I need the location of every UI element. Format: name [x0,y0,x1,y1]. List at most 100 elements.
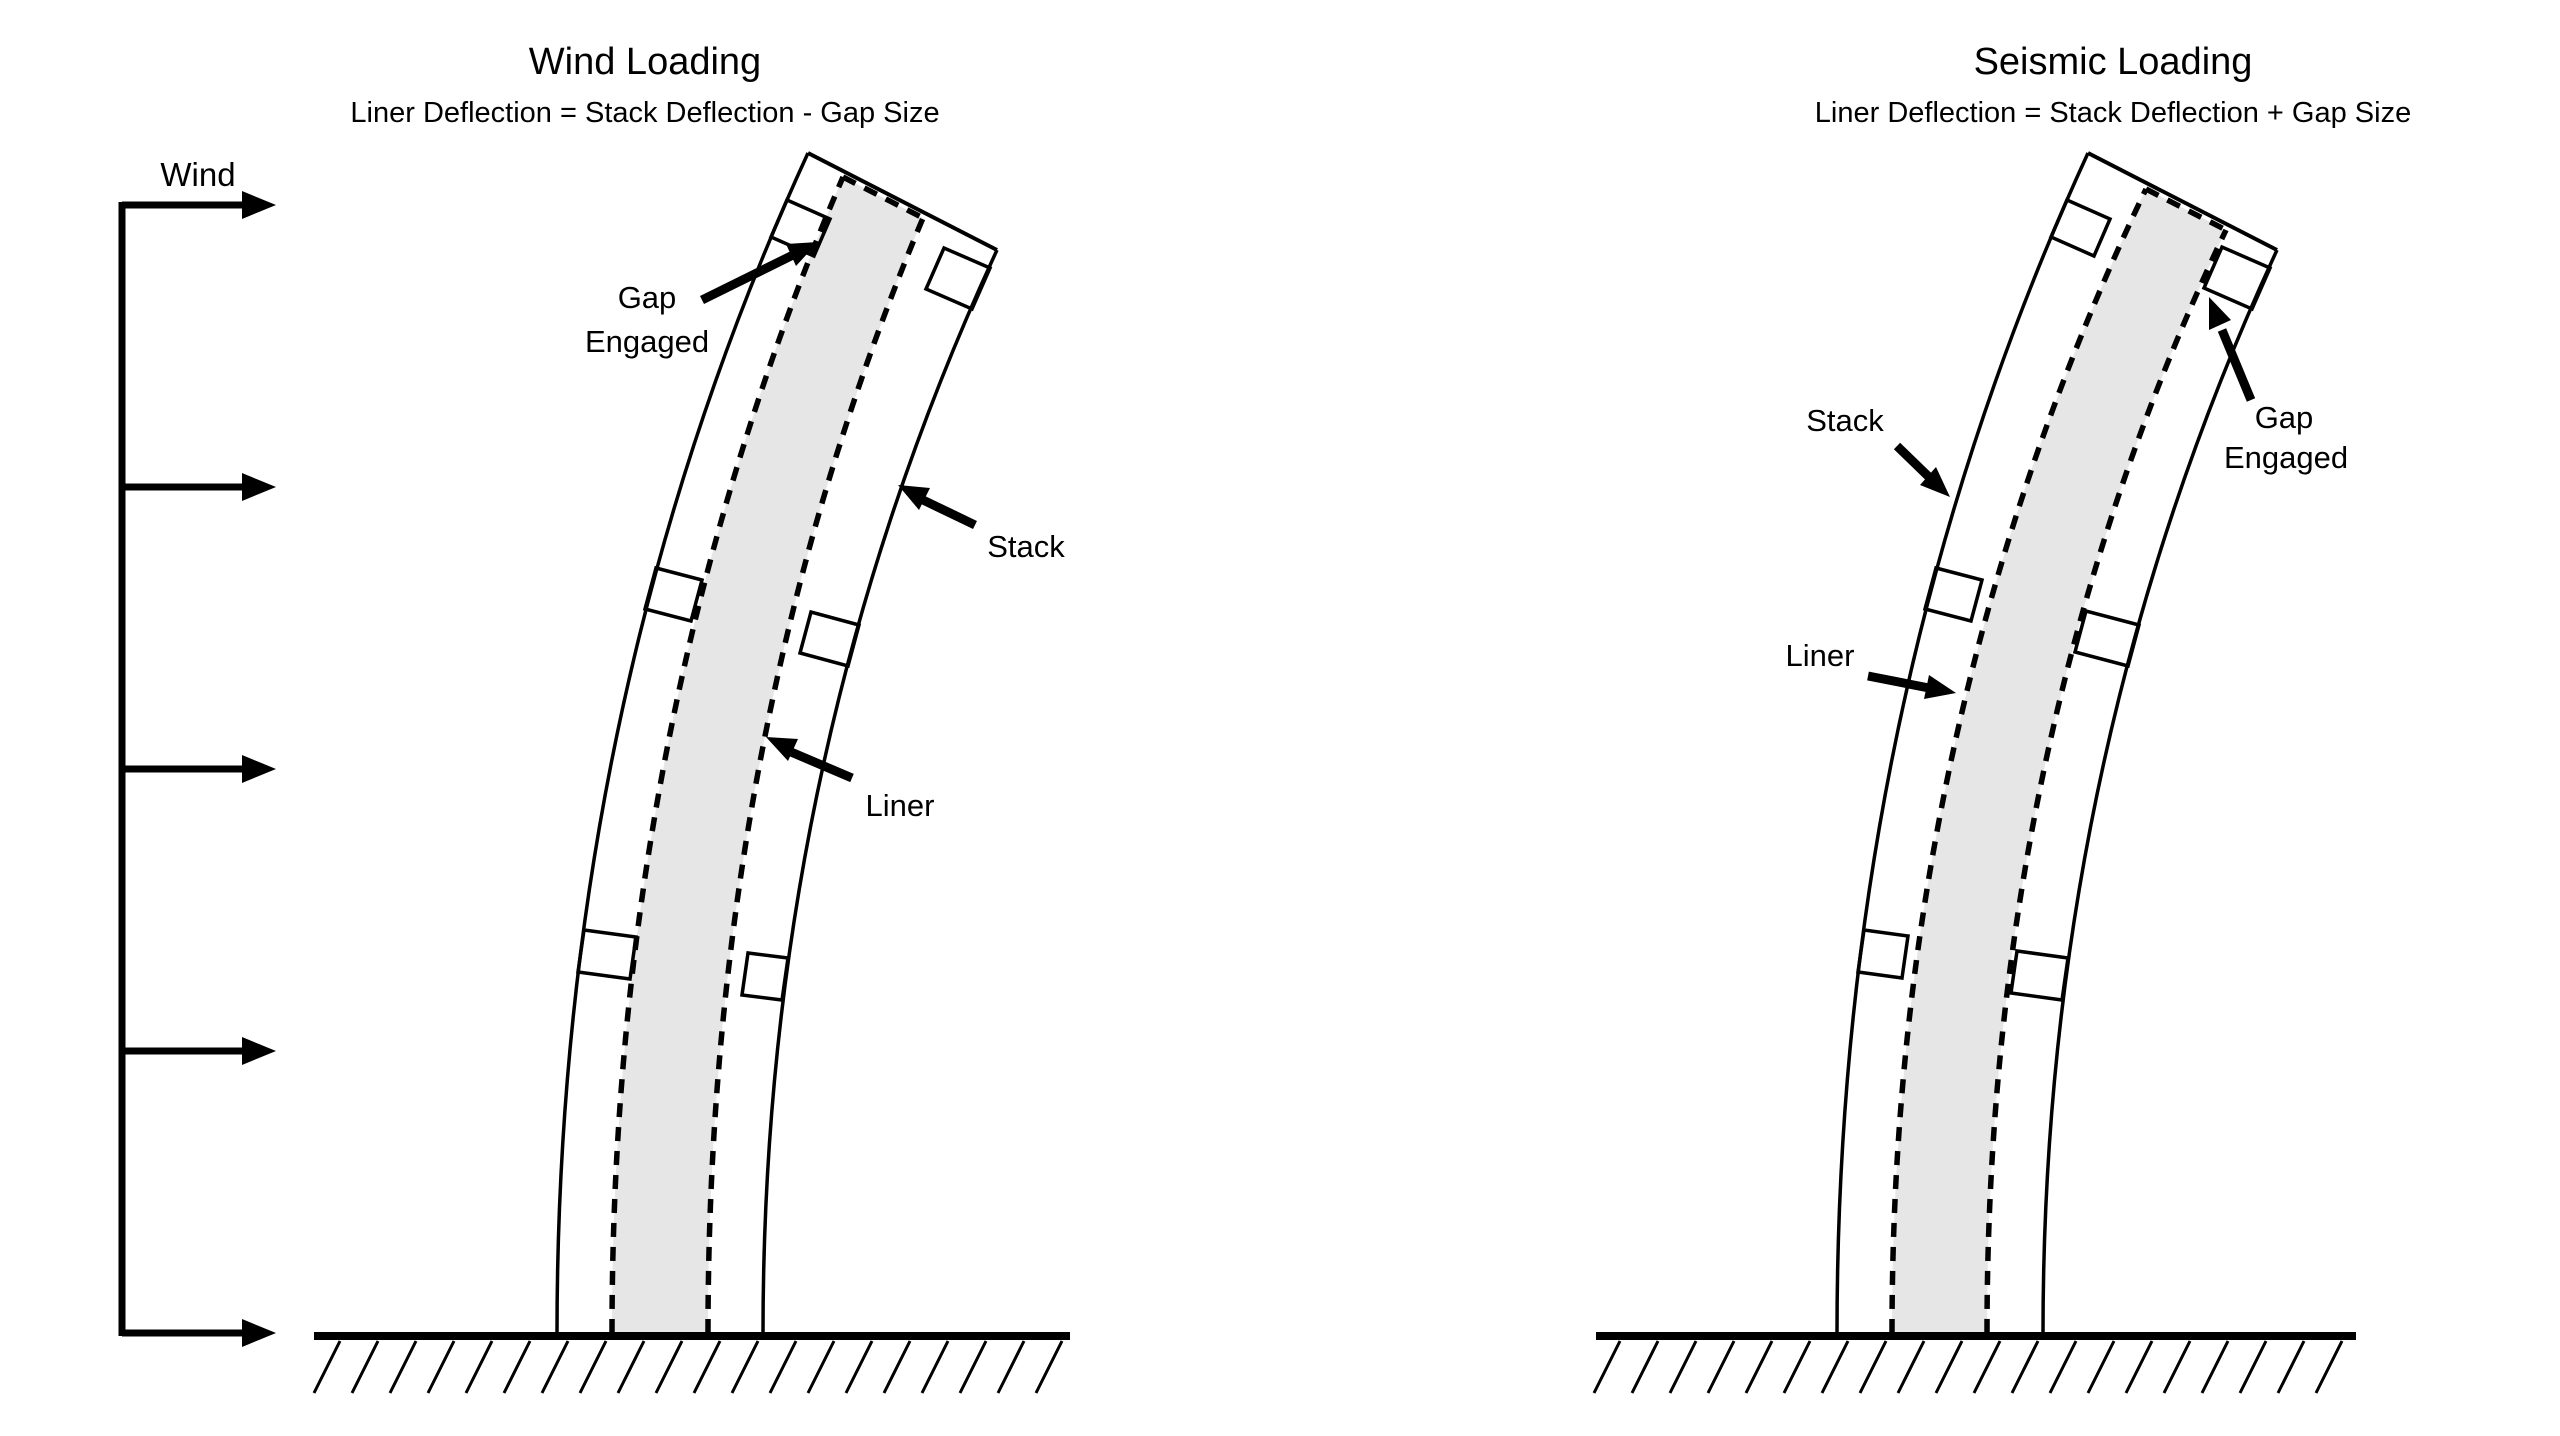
wind-arrow-head-icon [242,191,276,219]
spacer-bracket-mid-left [642,565,705,624]
ground-hatch-mark [1858,1340,1888,1394]
ground-hatch-mark [654,1340,684,1394]
ground-hatch-mark [502,1340,532,1394]
wind-arrow [122,1037,276,1065]
ground-hatch-mark [388,1340,418,1394]
ground-hatch-mark [920,1340,950,1394]
spacer-bracket-top-right [2201,244,2273,312]
wind-arrow [122,755,276,783]
ground-hatch-mark [540,1340,570,1394]
spacer-bracket-low-left [576,928,638,981]
ground-hatch-mark [616,1340,646,1394]
ground-hatch-mark [806,1340,836,1394]
ground-hatch-mark [2086,1340,2116,1394]
wind-diagram-title: Wind Loading [529,41,761,83]
ground-hatch-mark [1972,1340,2002,1394]
ground-hatch-mark [2238,1340,2268,1394]
liner-fill [1892,189,2226,1333]
leader-arrow-head-icon [766,737,798,761]
ground-hatch-mark [1934,1340,1964,1394]
ground [312,1332,1070,1394]
spacer-bracket-mid-right [797,609,862,669]
leader-arrow-shaft [1867,671,1930,693]
ground-hatch-mark [1034,1340,1064,1394]
stack-top-edge [807,151,998,252]
stack-left-wall [1835,152,2090,1334]
liner-top-dashed [2144,186,2228,233]
ground-hatch-mark [578,1340,608,1394]
leader-arrow-head-icon [786,242,818,266]
liner-label: Liner [1786,638,1855,673]
stack-top-edge [2087,151,2278,252]
ground-hatch-mark [1630,1340,1660,1394]
ground-hatch-mark [350,1340,380,1394]
ground-hatch-mark [768,1340,798,1394]
stack-right-wall [761,249,999,1334]
ground-hatch-mark [958,1340,988,1394]
spacer-bracket-top-right [923,245,993,312]
liner-top-dashed [841,174,925,221]
stack-annotation: Stack [898,485,1065,564]
leader-arrow-shaft [700,250,795,305]
gap-engaged-label-line1: Gap [618,280,677,315]
ground-hatch-mark [996,1340,1026,1394]
stack-right-wall [2041,249,2279,1334]
ground-hatch-mark [312,1340,342,1394]
liner-right-wall-dashed [1984,228,2229,1334]
liner-left-wall-dashed [609,175,846,1334]
leader-arrow-head-icon [2209,297,2231,330]
liner-left-wall-dashed [1889,187,2149,1334]
leader-arrow-head-icon [1920,467,1950,497]
ground-hatch-mark [2200,1340,2230,1394]
leader-arrow-head-icon [898,485,930,510]
ground-hatching [1592,1340,2344,1394]
wind-arrow-head-icon [242,473,276,501]
wind-arrow [122,191,276,219]
wind-load-arrows: Wind [118,156,276,1347]
seismic-loading-diagram: Seismic Loading Liner Deflection = Stack… [1592,41,2411,1394]
gap-engaged-label-line2: Engaged [2224,440,2348,475]
liner-fill [612,177,923,1333]
wind-loading-diagram: Wind Loading Liner Deflection = Stack De… [118,41,1070,1394]
seismic-diagram-subtitle: Liner Deflection = Stack Deflection + Ga… [1815,97,2411,129]
ground-hatch-mark [426,1340,456,1394]
ground-hatch-mark [2010,1340,2040,1394]
ground-hatch-mark [1744,1340,1774,1394]
liner-label: Liner [866,788,935,823]
leader-arrow-shaft [2217,328,2256,402]
leader-arrow-head-icon [1924,675,1956,699]
spacer-bracket-top-left [768,197,833,259]
wind-arrow-head-icon [242,755,276,783]
wind-arrow-head-icon [242,1319,276,1347]
ground-hatch-mark [2124,1340,2154,1394]
gap-engaged-annotation: Gap Engaged [2209,297,2348,475]
spacer-bracket-mid-left [1922,565,1985,624]
leader-arrow-shaft [1893,442,1934,482]
ground-hatch-mark [1592,1340,1622,1394]
stack-left-wall [555,152,810,1334]
leader-arrow-shaft [921,495,977,530]
wind-diagram-subtitle: Liner Deflection = Stack Deflection - Ga… [350,97,939,129]
ground-hatch-mark [464,1340,494,1394]
ground-hatch-mark [2048,1340,2078,1394]
ground-hatch-mark [2162,1340,2192,1394]
spacer-bracket-low-right [2009,949,2070,1002]
ground-hatch-mark [1668,1340,1698,1394]
ground-hatch-mark [844,1340,874,1394]
ground-hatch-mark [1782,1340,1812,1394]
spacer-bracket-mid-right [2072,608,2142,669]
gap-engaged-annotation: Gap Engaged [585,242,818,359]
ground-hatch-mark [1820,1340,1850,1394]
ground-hatch-mark [1896,1340,1926,1394]
ground-hatch-mark [2314,1340,2344,1394]
ground-hatch-mark [1706,1340,1736,1394]
wind-label: Wind [160,156,235,193]
wind-arrow [122,473,276,501]
seismic-diagram-title: Seismic Loading [1974,41,2253,83]
ground-hatch-mark [882,1340,912,1394]
leader-arrow-shaft [789,747,854,783]
stack-label: Stack [987,529,1065,564]
wind-arrow-head-icon [242,1037,276,1065]
